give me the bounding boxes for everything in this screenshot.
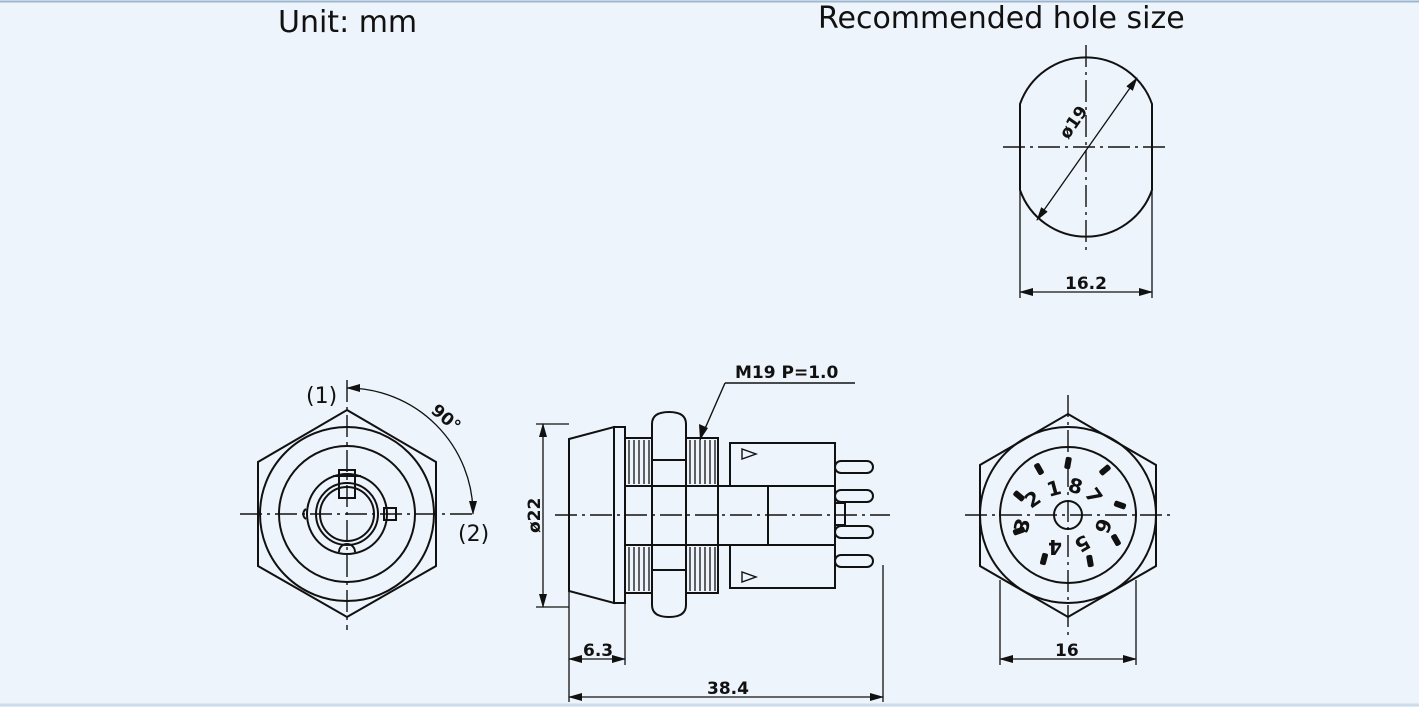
cylinder-pin-bottom (338, 543, 356, 553)
pin-number-6: 6 (1090, 515, 1117, 536)
head-length-label: 6.3 (583, 641, 613, 661)
terminal-1 (834, 460, 874, 474)
pin-number-4: 4 (1048, 535, 1062, 559)
side-view: ø22 M19 P=1.0 6.3 38.4 (525, 363, 890, 702)
rotation-angle-label: 90° (427, 401, 465, 437)
side-body-lower (729, 544, 836, 589)
hole-size-title: Recommended hole size (818, 1, 1185, 36)
hole-diameter-label: ø19 (1056, 102, 1093, 142)
terminal-slots (1012, 456, 1127, 568)
terminal-4 (834, 554, 874, 568)
body-mark-lower (741, 571, 759, 583)
position-2-label: (2) (458, 522, 489, 547)
rear-post (834, 502, 846, 526)
side-thread-lower-right (685, 544, 719, 594)
hole-view: ø19 16.2 (1003, 45, 1168, 298)
position-1-label: (1) (306, 384, 337, 409)
terminal-3 (834, 525, 874, 539)
pin-number-3: 3 (1009, 516, 1036, 536)
hole-width-label: 16.2 (1065, 274, 1107, 294)
side-body-upper (729, 442, 836, 487)
pin-number-1: 1 (1044, 475, 1064, 502)
thread-leader-arrow (699, 424, 708, 440)
terminal-2 (834, 489, 874, 503)
unit-label: Unit: mm (278, 5, 417, 40)
body-mark-upper (741, 448, 759, 460)
pin-number-8: 8 (1066, 473, 1086, 500)
side-diameter-label: ø22 (525, 498, 545, 533)
thread-hatching (628, 440, 716, 591)
pin-number-5: 5 (1070, 530, 1094, 558)
pin-number-7: 7 (1080, 483, 1108, 508)
rear-view: 1 2 3 4 5 6 7 8 16 (965, 395, 1175, 665)
rear-width-label: 16 (1055, 641, 1079, 661)
hole-diameter-dimension (1036, 77, 1138, 221)
side-thread-upper-right (685, 437, 719, 487)
thread-spec-label: M19 P=1.0 (735, 363, 838, 383)
total-length-label: 38.4 (707, 679, 749, 699)
front-view: (1) (2) 90° (240, 380, 489, 630)
side-nut (651, 410, 687, 619)
rotation-angle-arc (346, 384, 477, 515)
pin-number-2: 2 (1020, 485, 1045, 513)
